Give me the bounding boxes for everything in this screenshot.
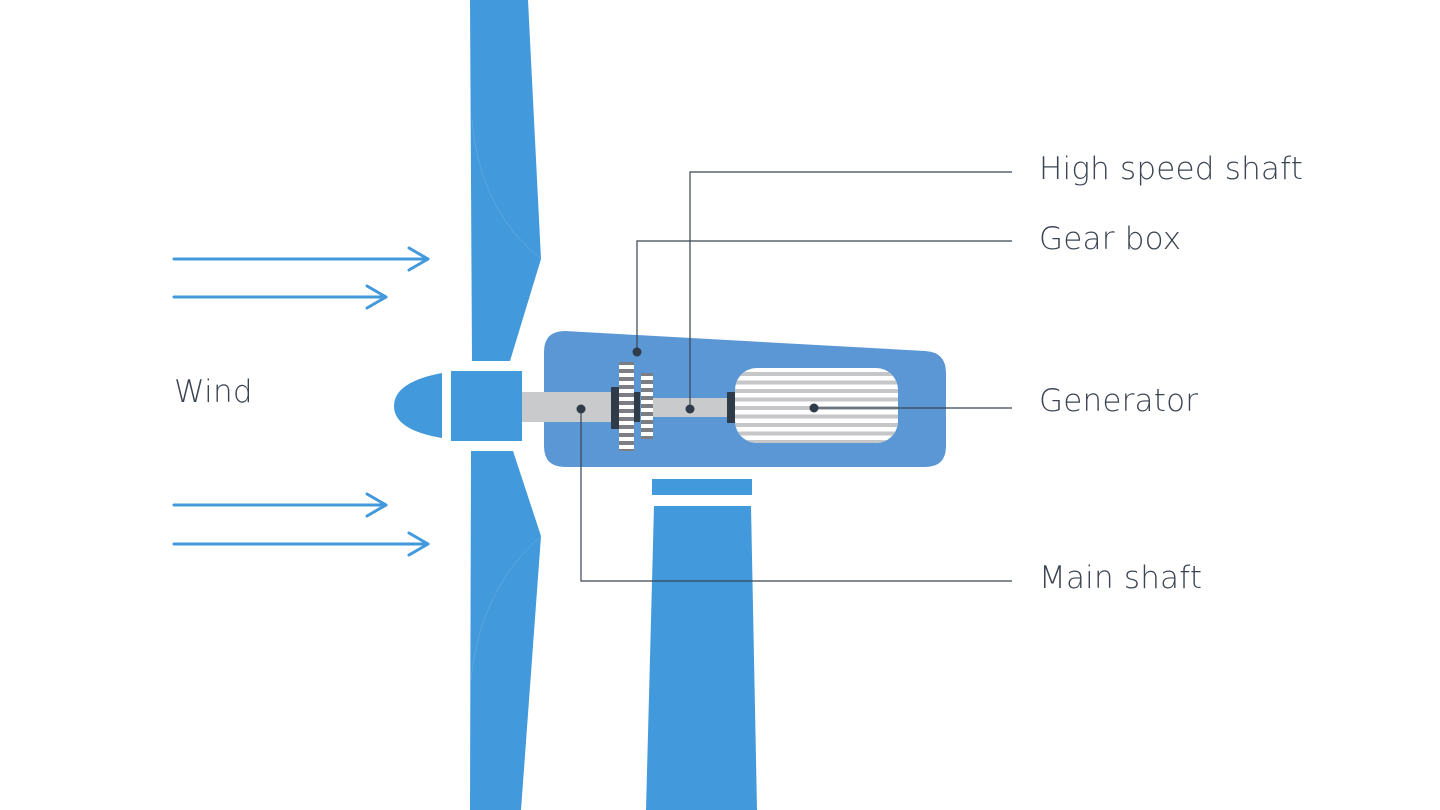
gear-box-dot — [632, 347, 642, 357]
generator-winding-stripe — [735, 380, 898, 385]
gear-tooth — [619, 365, 634, 369]
main-shaft-leader — [580, 409, 1012, 582]
lower-blade — [470, 451, 541, 810]
generator-label: Generator — [1039, 383, 1199, 419]
gear-tooth — [619, 389, 634, 393]
gear-tooth — [619, 421, 634, 425]
wind-arrows — [172, 246, 430, 557]
generator-coupling — [727, 392, 736, 423]
gear-tooth — [619, 445, 634, 449]
gear-tooth — [641, 392, 653, 396]
lower-blade-fold-line — [470, 536, 541, 681]
main-shaft — [522, 392, 618, 422]
rotor-hub — [451, 371, 522, 441]
wind-label: Wind — [174, 374, 253, 410]
generator-winding-stripe — [735, 423, 898, 427]
high-speed-shaft-leader — [689, 171, 1012, 409]
gear-tooth — [619, 437, 634, 441]
gear-coupling — [634, 392, 640, 422]
gearbox — [619, 362, 653, 451]
gear-tooth — [641, 432, 653, 436]
generator-winding-stripe — [735, 389, 898, 393]
main-shaft-dot — [576, 404, 586, 414]
leader-dots — [576, 347, 819, 414]
gear-tooth — [641, 376, 653, 380]
gear-tooth — [619, 413, 634, 417]
gear-tooth — [641, 408, 653, 412]
generator-winding-stripe — [735, 431, 898, 436]
gear-box-leader — [636, 240, 1012, 352]
wind-arrow-icon — [172, 246, 430, 272]
gear-tooth — [641, 424, 653, 428]
gear-tooth — [641, 400, 653, 404]
gear-tooth — [619, 381, 634, 385]
wind-arrow-icon — [172, 284, 388, 310]
upper-blade — [470, 0, 541, 361]
main-shaft-label: Main shaft — [1039, 560, 1203, 596]
nose-cone — [394, 373, 442, 438]
small-gear — [641, 373, 653, 439]
generator-dot — [809, 403, 819, 413]
gear-tooth — [619, 373, 634, 377]
gear-tooth — [619, 429, 634, 433]
generator-winding-stripe — [735, 414, 898, 419]
wind-arrow-icon — [172, 531, 430, 557]
high-speed-shaft-dot — [685, 404, 695, 414]
gear-box-label: Gear box — [1039, 221, 1182, 257]
tower-yaw-plate — [652, 479, 752, 495]
gear-tooth — [619, 405, 634, 409]
gear-tooth — [641, 384, 653, 388]
generator-winding-stripe — [735, 397, 898, 402]
high-speed-shaft-label: High speed shaft — [1039, 151, 1304, 187]
gear-tooth — [641, 416, 653, 420]
upper-blade-fold-line — [471, 119, 541, 259]
generator-winding-stripe — [735, 440, 898, 443]
main-shaft-coupling — [611, 387, 619, 429]
leader-lines — [580, 171, 1012, 582]
wind-arrow-icon — [172, 492, 388, 518]
gear-tooth — [619, 397, 634, 401]
generator-winding-stripe — [735, 372, 898, 376]
tower — [646, 506, 757, 810]
